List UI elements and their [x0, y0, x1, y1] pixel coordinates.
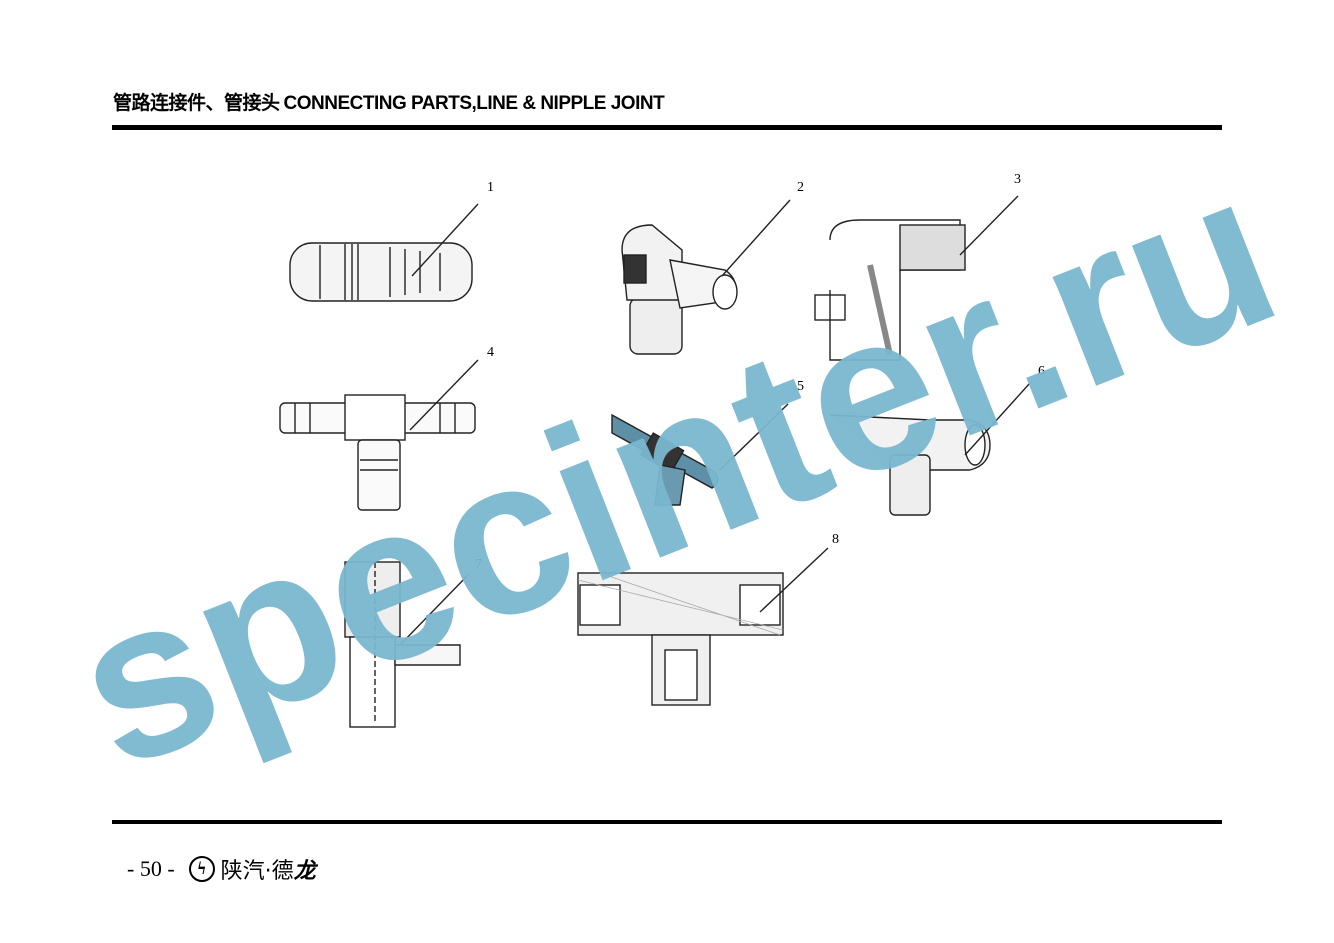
header-rule [112, 125, 1222, 130]
brand-name-last: 龙 [293, 859, 316, 884]
callout-6: 6 [1038, 364, 1045, 379]
footer-rule [112, 820, 1222, 824]
callout-8: 8 [832, 532, 839, 547]
part-8-tee-section [577, 547, 829, 706]
part-2-elbow-connector [621, 199, 791, 355]
callout-5: 5 [797, 379, 804, 394]
callout-2: 2 [797, 180, 804, 195]
callout-1: 1 [487, 180, 494, 195]
callout-3: 3 [1014, 172, 1021, 187]
callout-4: 4 [487, 345, 494, 360]
callout-7: 7 [475, 557, 482, 572]
part-7-fitting-section [344, 561, 469, 728]
brand-name: 陕汽·德 [220, 859, 294, 884]
page-title-cn: 管路连接件、管接头 [113, 92, 280, 114]
footer: - 50 - ϟ 陕汽·德龙 [127, 853, 316, 885]
page-title-en: CONNECTING PARTS,LINE & NIPPLE JOINT [283, 93, 665, 114]
part-3-elbow-section [814, 195, 1019, 361]
part-5-tee-connector [611, 403, 789, 506]
part-6-banjo-connector [829, 382, 1031, 516]
part-1-straight-connector [289, 203, 479, 302]
shacman-logo-icon: ϟ [188, 856, 215, 882]
page-number: - 50 - [127, 856, 175, 881]
part-4-tee-connector [279, 359, 479, 511]
